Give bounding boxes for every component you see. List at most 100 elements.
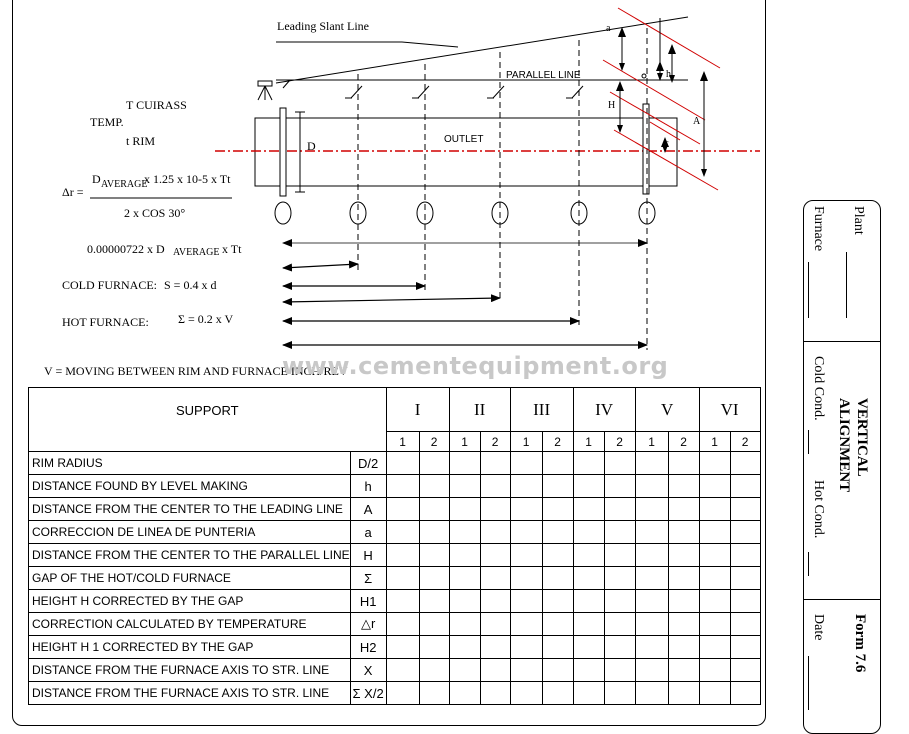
- value-cell[interactable]: [385, 635, 420, 659]
- value-cell[interactable]: [667, 589, 700, 613]
- value-cell[interactable]: [541, 658, 574, 682]
- value-cell[interactable]: [418, 658, 450, 682]
- value-cell[interactable]: [509, 520, 543, 544]
- value-cell[interactable]: [541, 566, 574, 590]
- value-cell[interactable]: [667, 658, 700, 682]
- value-cell[interactable]: [634, 474, 669, 498]
- value-cell[interactable]: [541, 451, 574, 475]
- date-field[interactable]: [808, 656, 809, 710]
- value-cell[interactable]: [509, 589, 543, 613]
- value-cell[interactable]: [541, 589, 574, 613]
- value-cell[interactable]: [479, 612, 511, 636]
- value-cell[interactable]: [603, 474, 636, 498]
- value-cell[interactable]: [729, 520, 761, 544]
- value-cell[interactable]: [448, 612, 481, 636]
- value-cell[interactable]: [448, 681, 481, 705]
- value-cell[interactable]: [509, 566, 543, 590]
- value-cell[interactable]: [729, 451, 761, 475]
- value-cell[interactable]: [385, 520, 420, 544]
- value-cell[interactable]: [385, 612, 420, 636]
- value-cell[interactable]: [698, 681, 731, 705]
- value-cell[interactable]: [667, 612, 700, 636]
- value-cell[interactable]: [509, 658, 543, 682]
- value-cell[interactable]: [698, 566, 731, 590]
- value-cell[interactable]: [729, 543, 761, 567]
- value-cell[interactable]: [572, 474, 605, 498]
- value-cell[interactable]: [479, 635, 511, 659]
- value-cell[interactable]: [448, 635, 481, 659]
- value-cell[interactable]: [448, 566, 481, 590]
- value-cell[interactable]: [634, 589, 669, 613]
- value-cell[interactable]: [729, 566, 761, 590]
- value-cell[interactable]: [634, 520, 669, 544]
- value-cell[interactable]: [418, 612, 450, 636]
- value-cell[interactable]: [634, 658, 669, 682]
- value-cell[interactable]: [572, 612, 605, 636]
- value-cell[interactable]: [698, 635, 731, 659]
- value-cell[interactable]: [698, 497, 731, 521]
- value-cell[interactable]: [603, 589, 636, 613]
- value-cell[interactable]: [572, 589, 605, 613]
- value-cell[interactable]: [448, 543, 481, 567]
- value-cell[interactable]: [509, 612, 543, 636]
- value-cell[interactable]: [698, 612, 731, 636]
- value-cell[interactable]: [541, 681, 574, 705]
- value-cell[interactable]: [698, 658, 731, 682]
- value-cell[interactable]: [667, 543, 700, 567]
- value-cell[interactable]: [541, 612, 574, 636]
- value-cell[interactable]: [479, 520, 511, 544]
- value-cell[interactable]: [509, 474, 543, 498]
- value-cell[interactable]: [634, 451, 669, 475]
- value-cell[interactable]: [603, 451, 636, 475]
- value-cell[interactable]: [667, 474, 700, 498]
- value-cell[interactable]: [541, 543, 574, 567]
- value-cell[interactable]: [479, 451, 511, 475]
- value-cell[interactable]: [603, 658, 636, 682]
- value-cell[interactable]: [418, 474, 450, 498]
- value-cell[interactable]: [541, 474, 574, 498]
- value-cell[interactable]: [729, 589, 761, 613]
- value-cell[interactable]: [509, 635, 543, 659]
- value-cell[interactable]: [572, 451, 605, 475]
- value-cell[interactable]: [479, 566, 511, 590]
- value-cell[interactable]: [634, 497, 669, 521]
- value-cell[interactable]: [729, 635, 761, 659]
- value-cell[interactable]: [603, 635, 636, 659]
- value-cell[interactable]: [385, 589, 420, 613]
- value-cell[interactable]: [418, 451, 450, 475]
- value-cell[interactable]: [634, 635, 669, 659]
- value-cell[interactable]: [385, 474, 420, 498]
- value-cell[interactable]: [418, 635, 450, 659]
- value-cell[interactable]: [729, 497, 761, 521]
- value-cell[interactable]: [698, 543, 731, 567]
- value-cell[interactable]: [385, 451, 420, 475]
- value-cell[interactable]: [448, 497, 481, 521]
- value-cell[interactable]: [729, 681, 761, 705]
- value-cell[interactable]: [448, 520, 481, 544]
- value-cell[interactable]: [667, 520, 700, 544]
- value-cell[interactable]: [698, 451, 731, 475]
- value-cell[interactable]: [572, 497, 605, 521]
- value-cell[interactable]: [603, 612, 636, 636]
- cold-cond-field[interactable]: [808, 430, 809, 454]
- value-cell[interactable]: [698, 520, 731, 544]
- value-cell[interactable]: [418, 520, 450, 544]
- value-cell[interactable]: [667, 635, 700, 659]
- value-cell[interactable]: [634, 566, 669, 590]
- value-cell[interactable]: [418, 543, 450, 567]
- value-cell[interactable]: [698, 589, 731, 613]
- value-cell[interactable]: [479, 589, 511, 613]
- value-cell[interactable]: [572, 658, 605, 682]
- value-cell[interactable]: [572, 635, 605, 659]
- value-cell[interactable]: [667, 681, 700, 705]
- value-cell[interactable]: [479, 658, 511, 682]
- value-cell[interactable]: [729, 612, 761, 636]
- value-cell[interactable]: [479, 543, 511, 567]
- value-cell[interactable]: [698, 474, 731, 498]
- value-cell[interactable]: [479, 497, 511, 521]
- value-cell[interactable]: [479, 681, 511, 705]
- value-cell[interactable]: [729, 474, 761, 498]
- hot-cond-field[interactable]: [808, 552, 809, 576]
- value-cell[interactable]: [603, 497, 636, 521]
- value-cell[interactable]: [448, 451, 481, 475]
